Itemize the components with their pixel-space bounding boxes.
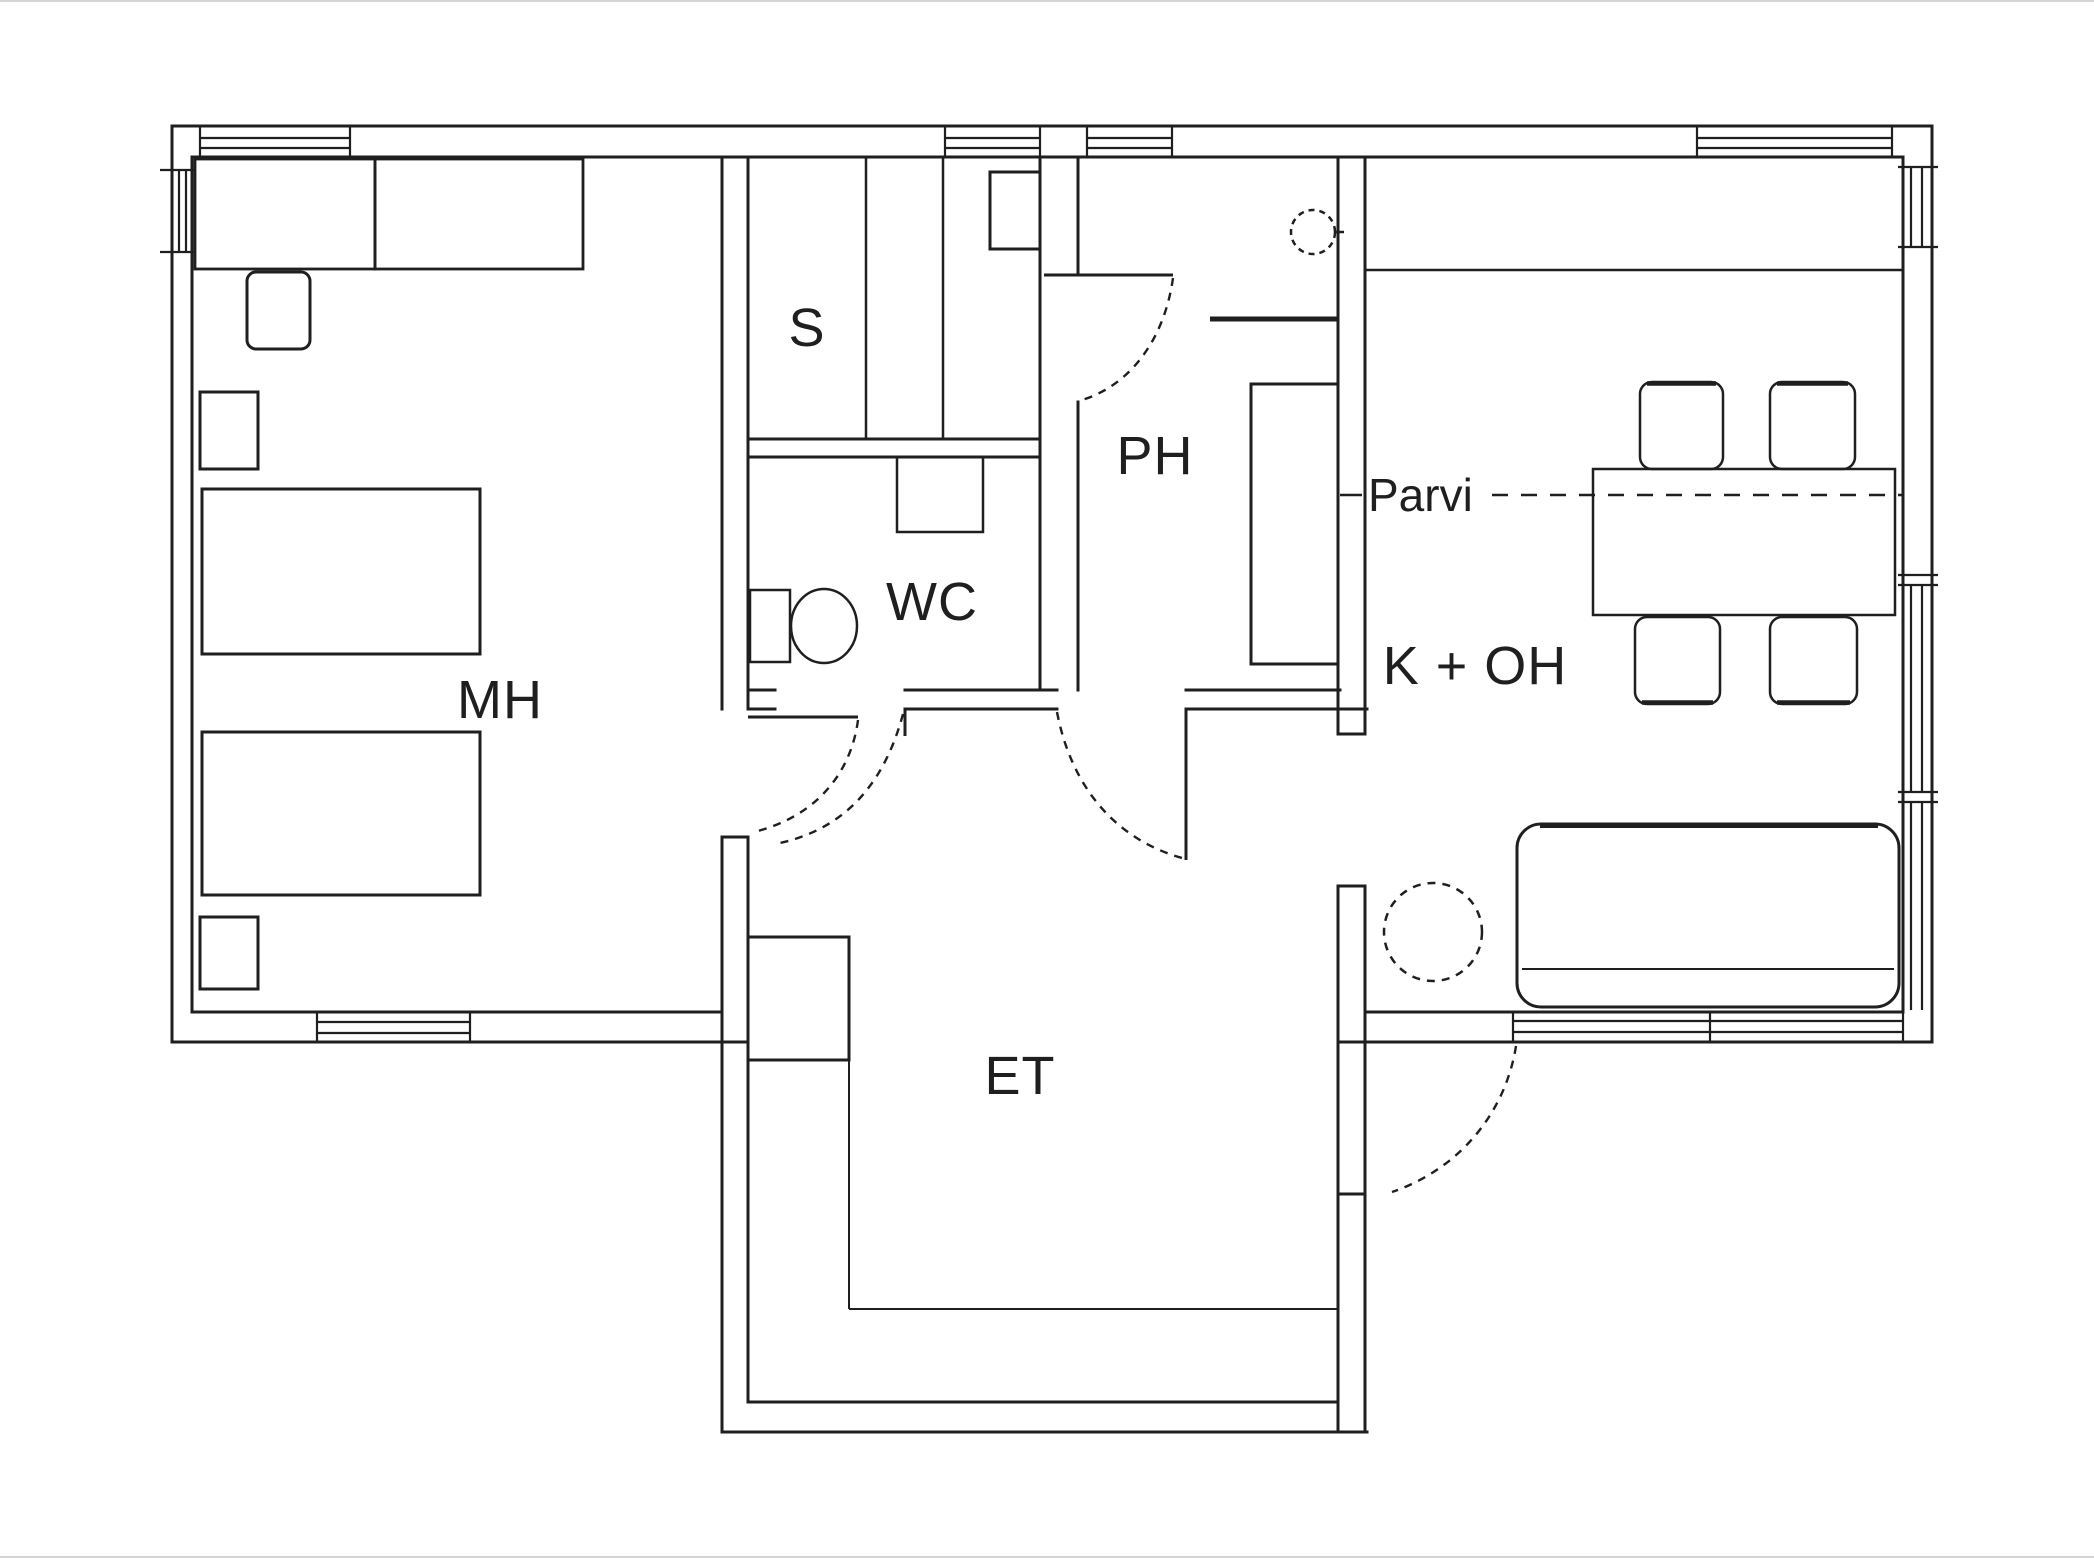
window-top-koh-icon	[1695, 126, 1894, 157]
exterior-walls	[170, 124, 1934, 1044]
water-heater	[1249, 382, 1340, 666]
door-swing-arc	[753, 719, 860, 834]
door-swing-arc	[1081, 277, 1175, 402]
washbasin	[895, 455, 985, 534]
toilet-tank	[748, 588, 792, 664]
sofa	[1515, 822, 1901, 1009]
interior-walls	[720, 155, 1369, 1434]
closet	[373, 157, 585, 271]
et-details	[746, 935, 1338, 1310]
chair	[1633, 615, 1722, 706]
sauna-fixtures	[864, 157, 1042, 439]
chair	[1768, 380, 1857, 471]
window-right-middle-icon	[1898, 573, 1938, 804]
door-swing-arc	[1391, 1045, 1518, 1194]
bed	[200, 487, 482, 656]
entrance-exterior-door	[1391, 1045, 1518, 1194]
window-top-ph-icon	[1085, 126, 1174, 157]
ph-door	[1055, 709, 1188, 860]
wc-fixtures	[748, 455, 985, 665]
dining-table	[1591, 467, 1897, 617]
chair	[1768, 615, 1859, 706]
koh-furniture	[1365, 268, 1903, 1009]
nightstand	[198, 915, 260, 991]
window-top-mh-icon	[198, 126, 352, 157]
chair	[1638, 380, 1725, 471]
room-label-mh: MH	[457, 670, 543, 730]
windows	[160, 126, 1938, 1042]
washbasin-circle-icon	[1289, 208, 1337, 256]
window-left-mh-icon	[160, 168, 196, 254]
room-label-et: ET	[984, 1046, 1055, 1106]
nightstand	[245, 270, 312, 351]
window-top-s-icon	[943, 126, 1042, 157]
sauna-heater	[988, 170, 1042, 251]
window-right-top-icon	[1898, 165, 1938, 249]
bed	[200, 730, 482, 897]
room-label-koh: K + OH	[1383, 636, 1568, 696]
toilet-bowl	[789, 587, 859, 665]
window-right-bottom-icon	[1909, 802, 1924, 1010]
ph-fixtures	[1210, 208, 1344, 666]
wc-door	[779, 709, 907, 845]
door-swing-arc	[1055, 711, 1183, 860]
mh-door	[748, 715, 860, 834]
door-swing-arc	[779, 713, 905, 845]
room-label-ph: PH	[1116, 426, 1193, 486]
room-label-wc: WC	[886, 572, 978, 632]
closet	[193, 157, 377, 271]
room-labels: S WC PH MH K + OH ET Parvi	[457, 298, 1568, 1106]
entry-closet	[746, 935, 851, 1062]
sauna-door	[1044, 273, 1175, 402]
room-label-s: S	[788, 298, 825, 358]
loft-label-parvi: Parvi	[1368, 469, 1473, 521]
sofa-outline	[1515, 822, 1901, 1009]
round-table	[1382, 881, 1484, 983]
window-bottom-koh-icon	[1511, 1012, 1905, 1042]
mh-furniture	[193, 157, 585, 991]
dining-chairs	[1633, 380, 1859, 706]
nightstand	[198, 390, 260, 471]
doors	[748, 273, 1518, 1194]
window-bottom-mh-icon	[315, 1012, 472, 1042]
